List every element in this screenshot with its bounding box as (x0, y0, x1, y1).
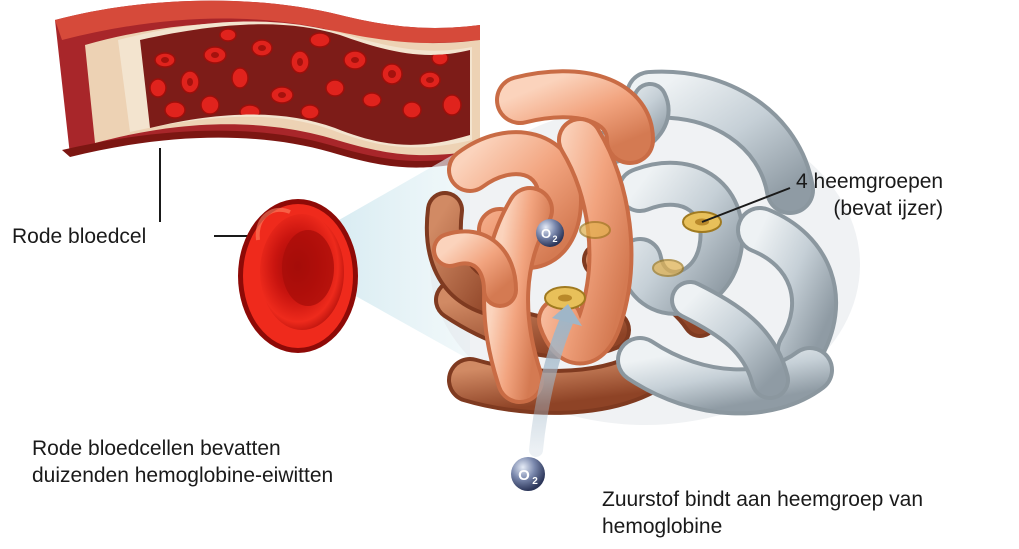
heme-groups-label-line1: 4 heemgroepen (796, 168, 943, 195)
cells-contain-label: Rode bloedcellen bevatten duizenden hemo… (32, 435, 333, 489)
svg-text:O: O (518, 467, 530, 484)
heme-groups-label: 4 heemgroepen (bevat ijzer) (796, 168, 943, 222)
heme-group (580, 222, 610, 238)
hemoglobin-molecule: O 2 (430, 94, 860, 425)
free-oxygen-molecule: O 2 (511, 457, 545, 491)
red-blood-cell (238, 199, 358, 353)
cells-contain-label-line1: Rode bloedcellen bevatten (32, 435, 333, 462)
svg-text:2: 2 (552, 234, 557, 244)
red-blood-cell-label-text: Rode bloedcel (12, 223, 146, 250)
oxygen-binds-label: Zuurstof bindt aan heemgroep van hemoglo… (602, 486, 923, 540)
cells-contain-label-line2: duizenden hemoglobine-eiwitten (32, 462, 333, 489)
heme-groups-label-line2: (bevat ijzer) (796, 195, 943, 222)
oxygen-binds-label-line1: Zuurstof bindt aan heemgroep van (602, 486, 923, 513)
svg-text:2: 2 (532, 476, 538, 487)
blood-vessel (55, 1, 480, 168)
oxygen-binds-label-line2: hemoglobine (602, 513, 923, 540)
bound-oxygen-molecule: O 2 (536, 219, 564, 247)
heme-group (653, 260, 683, 276)
red-blood-cell-label: Rode bloedcel (12, 223, 146, 250)
svg-text:O: O (541, 226, 551, 241)
